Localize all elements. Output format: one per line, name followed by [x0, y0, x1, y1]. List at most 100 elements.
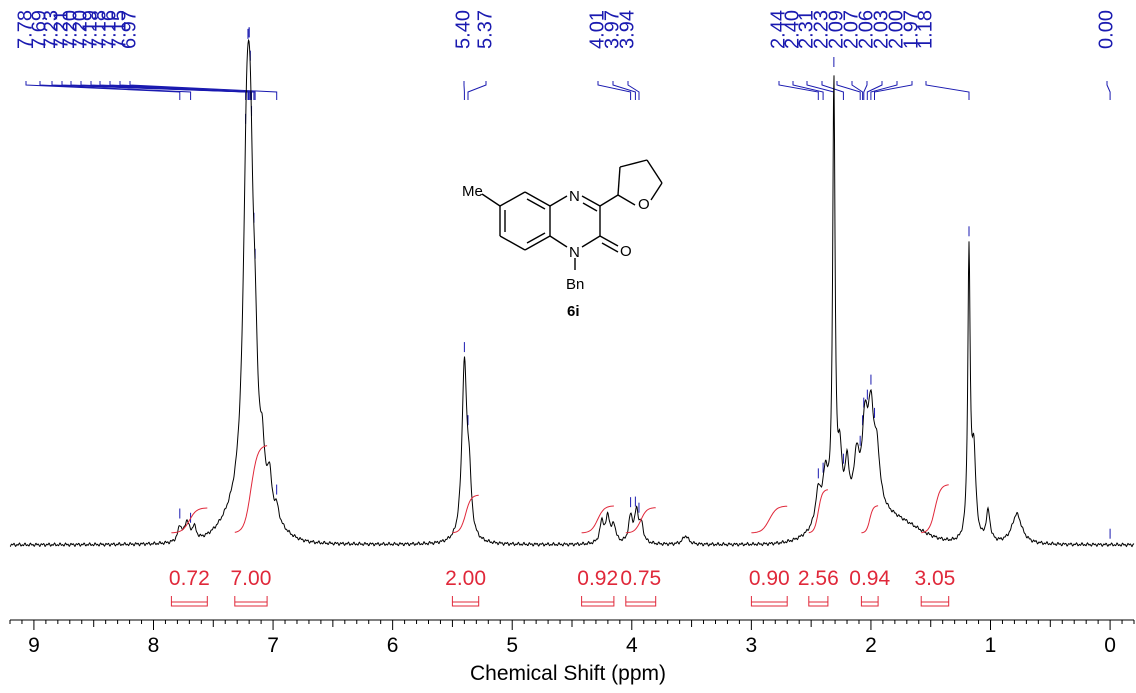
peak-leader-line	[627, 81, 640, 100]
peak-label: 1.18	[914, 10, 936, 49]
integral-curve	[861, 505, 879, 534]
peak-label: 3.94	[616, 10, 638, 49]
nitrogen-bottom-label: N	[569, 244, 580, 261]
peak-leader-line	[925, 81, 970, 100]
peak-label-layer: 7.787.697.237.217.207.207.197.187.167.15…	[14, 10, 1117, 539]
integral-bracket	[625, 596, 657, 607]
peak-label: 2.00	[885, 10, 907, 49]
x-tick-label: 3	[746, 634, 758, 657]
benzyl-label: Bn	[566, 276, 584, 293]
spectrum-trace	[9, 38, 1135, 548]
peak-label: 6.97	[118, 10, 140, 49]
peak-label: 7.20	[69, 10, 91, 49]
x-tick-label: 6	[387, 634, 399, 657]
integral-curve	[808, 489, 828, 534]
peak-label: 2.23	[810, 10, 832, 49]
integral-curve	[921, 484, 949, 534]
peak-label: 2.07	[840, 10, 862, 49]
peak-leader-line	[836, 81, 861, 100]
integral-bracket	[581, 596, 615, 607]
integral-bracket	[920, 596, 950, 607]
peak-label: 7.23	[40, 10, 62, 49]
integral-bracket	[234, 596, 268, 607]
integral-label: 2.00	[445, 567, 486, 590]
peak-leader-line	[792, 81, 824, 100]
spectrum-layer	[9, 38, 1135, 548]
peak-leader-line	[778, 81, 819, 100]
peak-label: 7.16	[98, 10, 120, 49]
x-tick-label: 0	[1104, 634, 1116, 657]
integral-curve	[751, 505, 788, 534]
peak-label: 7.18	[88, 10, 110, 49]
carbonyl-oxygen-label: O	[620, 243, 632, 260]
peak-leader-line	[39, 81, 192, 100]
peak-leader-line	[129, 81, 278, 100]
peak-leader-line	[119, 81, 256, 100]
peak-label: 7.21	[50, 10, 72, 49]
peak-label: 2.31	[795, 10, 817, 49]
peak-label: 7.19	[79, 10, 101, 49]
peak-label: 0.00	[1095, 10, 1117, 49]
integral-label: 2.56	[798, 567, 839, 590]
peak-leader-line	[874, 81, 913, 100]
x-tick-label: 2	[865, 634, 877, 657]
peak-label: 7.69	[28, 10, 50, 49]
peak-label: 7.20	[59, 10, 81, 49]
integral-bracket	[860, 596, 879, 607]
integral-bracket	[451, 596, 480, 607]
integral-label: 0.94	[849, 567, 890, 590]
integral-label: 7.00	[231, 567, 272, 590]
integral-label: 0.92	[577, 567, 618, 590]
peak-leader-line	[866, 81, 883, 100]
peak-leader-line	[821, 81, 844, 100]
peak-label: 2.40	[781, 10, 803, 49]
integral-bracket	[750, 596, 788, 607]
peak-label: 3.97	[601, 10, 623, 49]
peak-leader-line	[612, 81, 636, 100]
peak-label: 7.78	[14, 10, 36, 49]
peak-leader-line	[467, 81, 487, 100]
integral-curve	[452, 494, 479, 534]
integral-curve	[234, 445, 268, 533]
x-tick-label: 5	[506, 634, 518, 657]
peak-leader-line	[870, 81, 898, 100]
nitrogen-top-label: N	[569, 188, 580, 205]
integral-curve	[581, 505, 614, 534]
molecule-structure: Me N N O O Bn 6i	[462, 159, 663, 320]
peak-leader-line	[597, 81, 632, 100]
integral-label: 0.90	[749, 567, 790, 590]
peak-label: 5.40	[452, 10, 474, 49]
ring-oxygen-label: O	[638, 196, 650, 213]
methyl-label: Me	[462, 183, 483, 200]
peak-leader-line	[25, 81, 181, 100]
peak-leader-line	[1106, 81, 1111, 100]
integral-curve	[625, 507, 656, 534]
integral-curve	[171, 507, 208, 534]
peak-label: 2.09	[825, 10, 847, 49]
peak-label: 2.06	[855, 10, 877, 49]
x-axis-title: Chemical Shift (ppm)	[470, 662, 666, 685]
peak-label: 2.44	[767, 10, 789, 49]
integral-bracket	[170, 596, 208, 607]
peak-label: 1.97	[900, 10, 922, 49]
peak-label: 4.01	[586, 10, 608, 49]
x-tick-label: 8	[148, 634, 160, 657]
peak-label: 2.03	[870, 10, 892, 49]
peak-leader-line	[863, 81, 868, 100]
molecule-bonds	[481, 159, 663, 270]
peak-label: 7.15	[108, 10, 130, 49]
x-tick-label: 9	[28, 634, 40, 657]
x-tick-label: 7	[267, 634, 279, 657]
x-tick-label: 1	[985, 634, 997, 657]
integral-label: 0.75	[620, 567, 661, 590]
peak-label: 5.37	[474, 10, 496, 49]
compound-id-label: 6i	[567, 303, 580, 320]
integral-label: 3.05	[914, 567, 955, 590]
peak-leader-line	[851, 81, 864, 100]
integral-bracket	[808, 596, 829, 607]
x-tick-label: 4	[626, 634, 638, 657]
integral-label: 0.72	[169, 567, 210, 590]
